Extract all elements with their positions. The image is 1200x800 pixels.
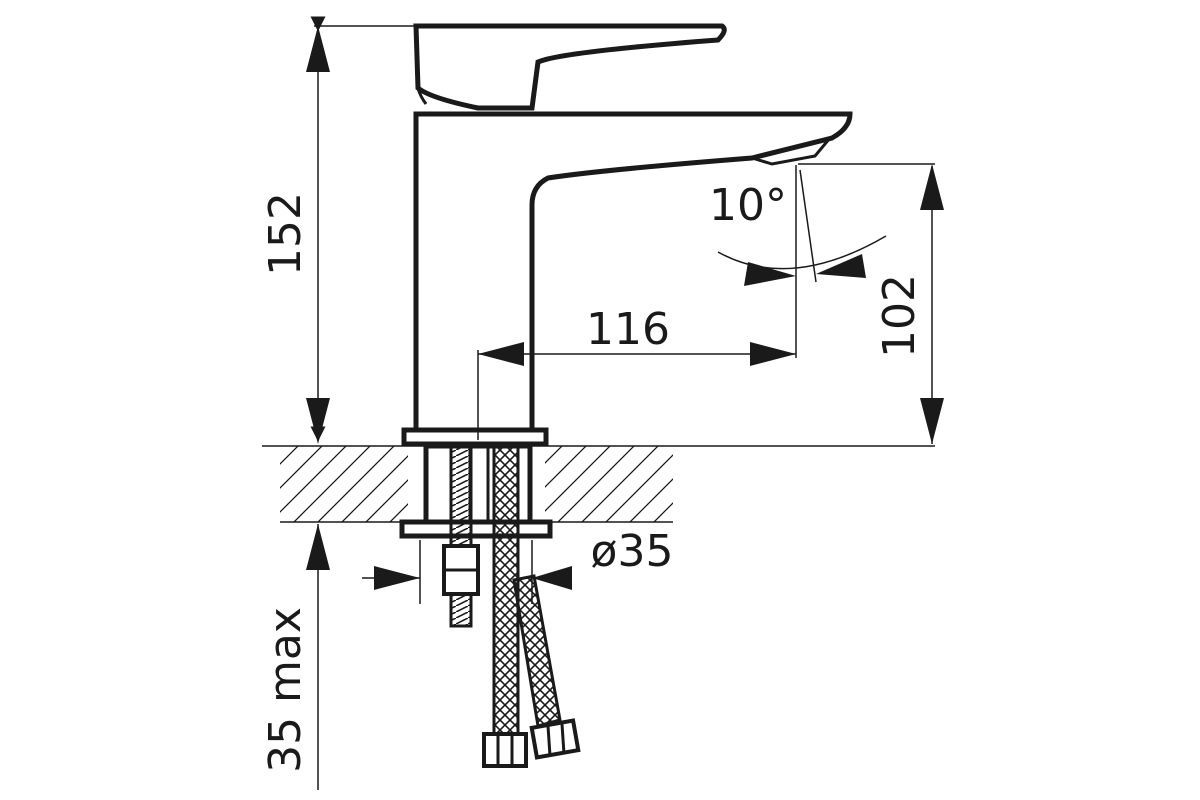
dimension-spout-reach: 116 <box>477 165 797 440</box>
dimension-max-thickness: 35 max <box>260 524 330 790</box>
diameter-label: ø35 <box>591 526 674 577</box>
max-thickness-label: 35 max <box>260 607 311 773</box>
spout-reach-label: 116 <box>586 304 670 355</box>
hose-nut-right <box>529 718 581 760</box>
height-label: 152 <box>260 192 311 276</box>
hose-nut-left <box>482 732 528 768</box>
dimension-angle: 10° <box>709 169 887 286</box>
spout <box>413 111 853 433</box>
mounting-plate <box>399 519 553 539</box>
spout-height-label: 102 <box>874 274 925 358</box>
dimension-diameter: ø35 <box>362 526 673 604</box>
angle-label: 10° <box>709 180 787 231</box>
lever-handle <box>413 23 727 111</box>
flex-hoses <box>482 444 581 768</box>
threaded-rod <box>442 444 480 628</box>
dimension-spout-height: 102 <box>798 163 944 444</box>
countertop-section <box>262 445 935 523</box>
dimension-height: 152 <box>260 16 414 444</box>
faucet-body <box>399 23 853 539</box>
base-flange <box>401 427 549 447</box>
